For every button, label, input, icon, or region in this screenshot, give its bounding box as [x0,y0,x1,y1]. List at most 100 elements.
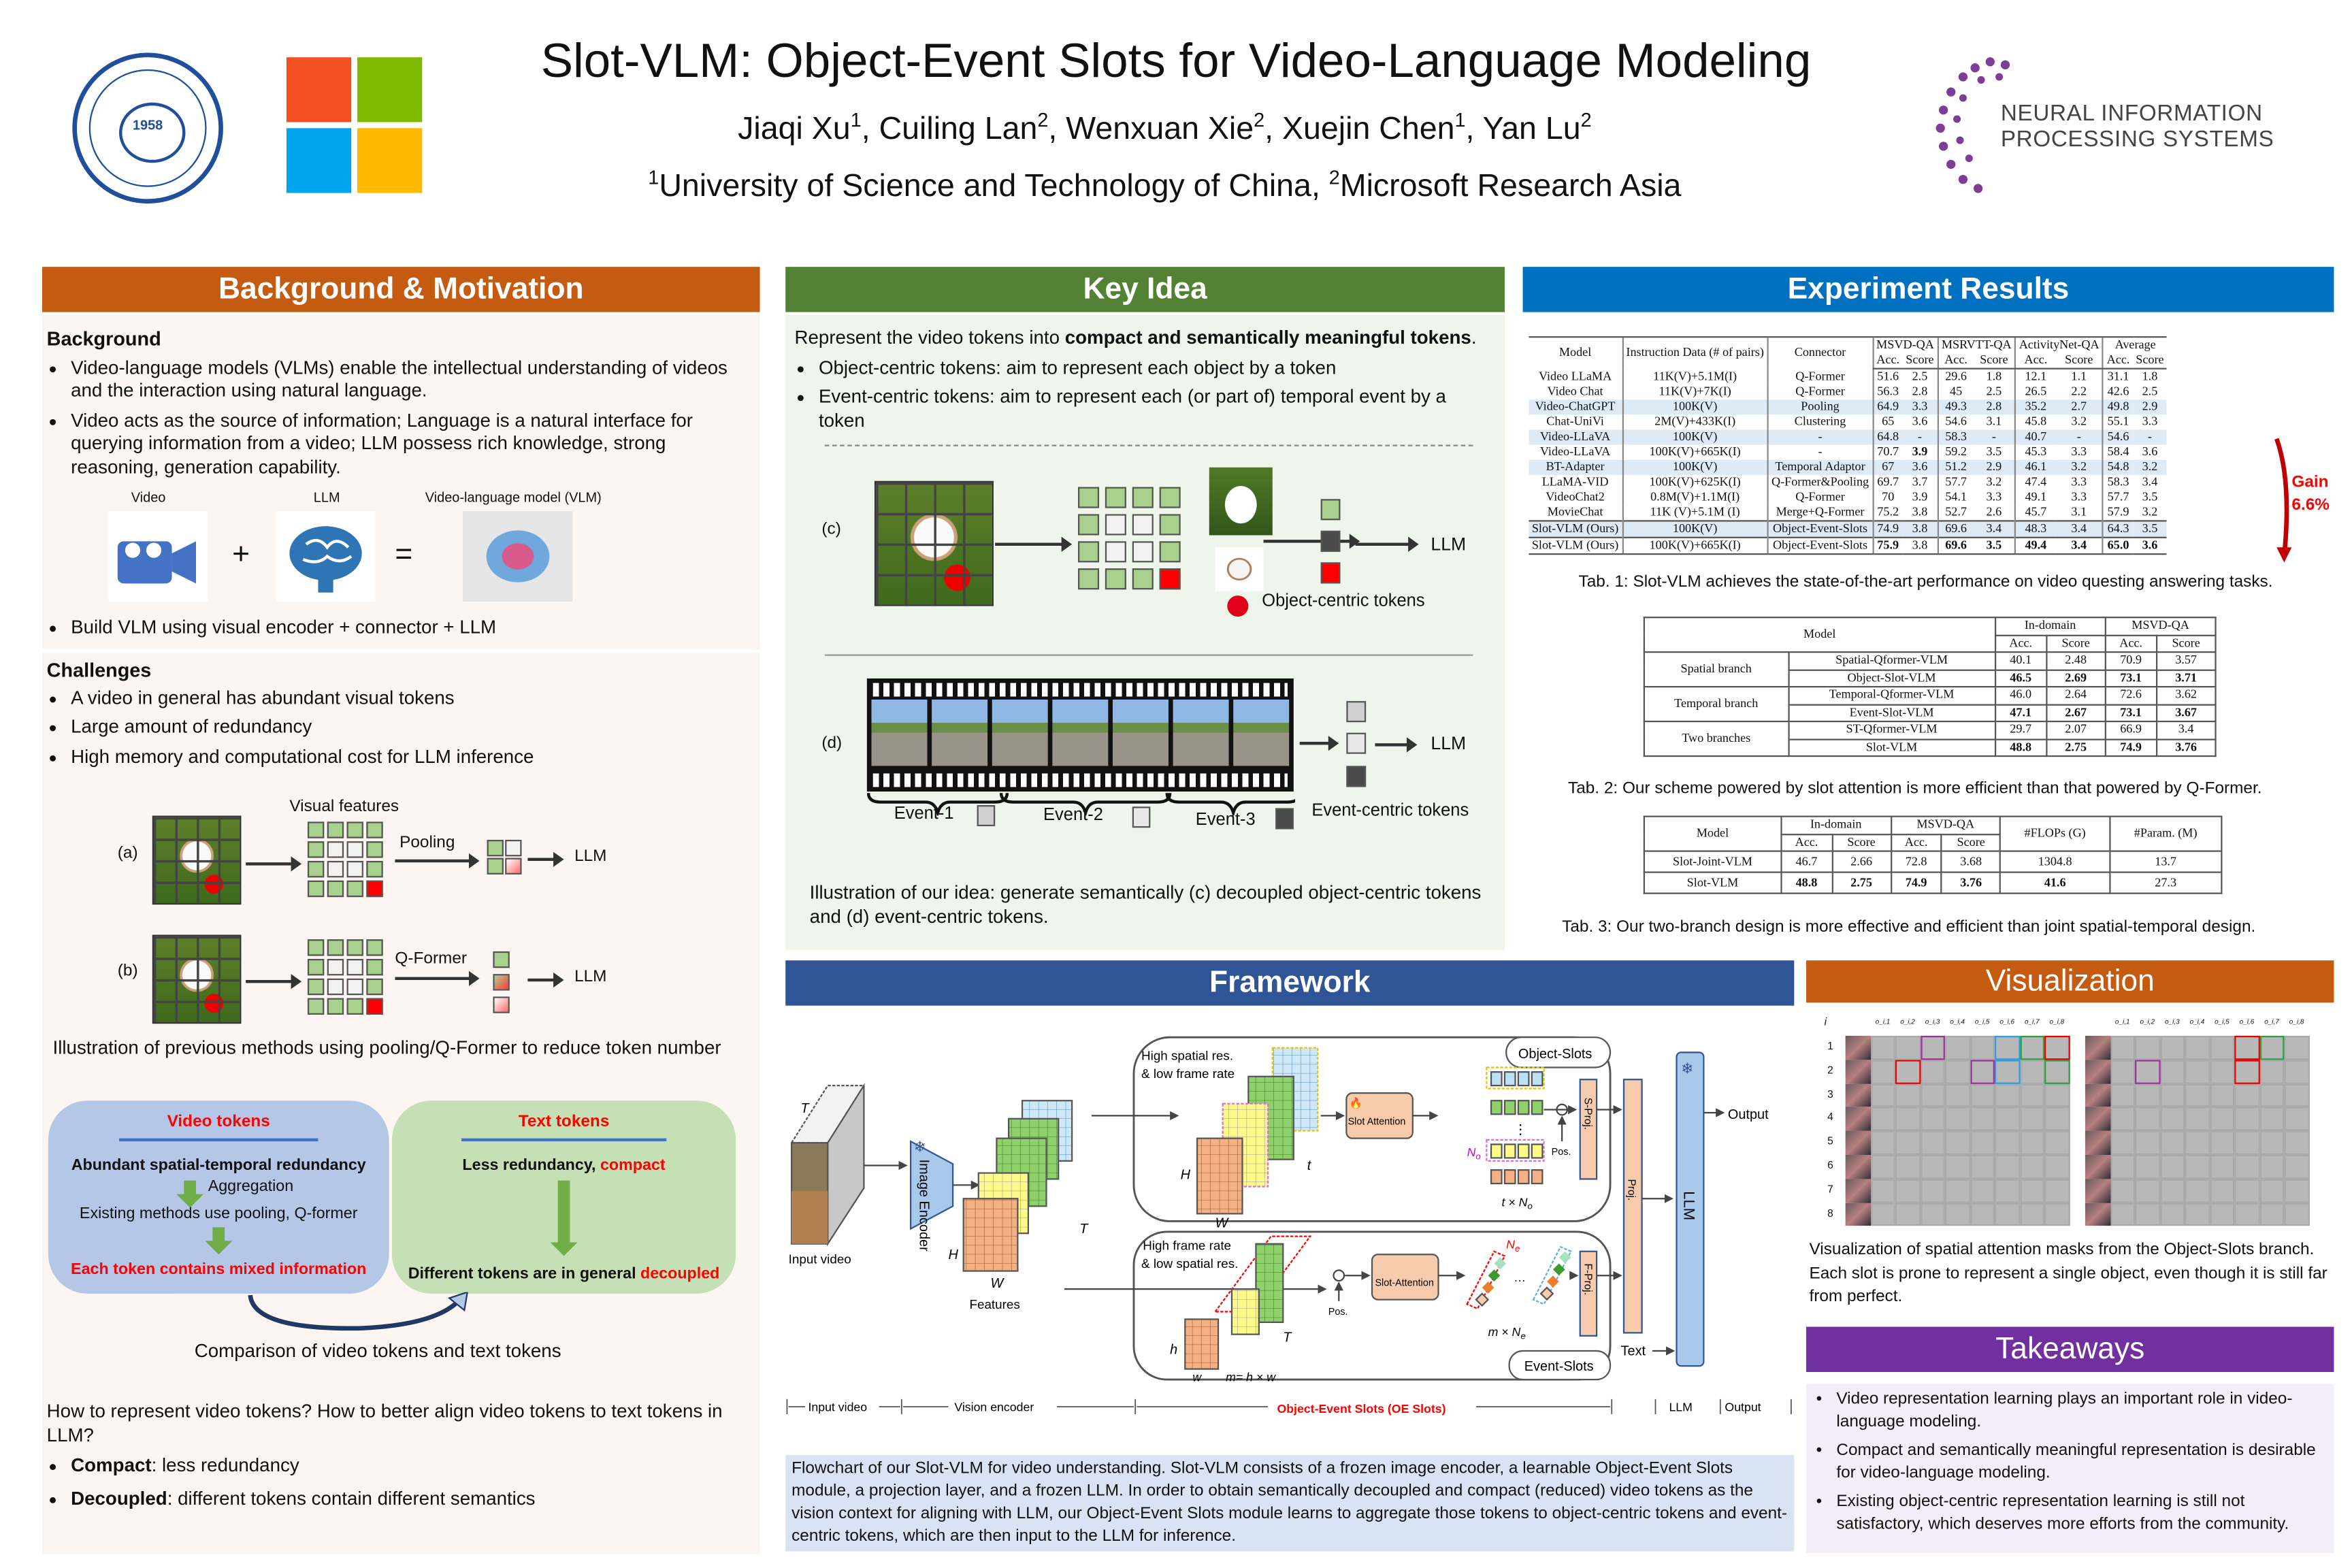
takeaway-bullet: Compact and semantically meaningful repr… [1836,1440,2328,1485]
visualization-caption: Visualization of spatial attention masks… [1809,1241,2328,1306]
attention-mask-cell [1994,1178,2020,1203]
No-label: No [1467,1145,1481,1161]
feature-token [327,958,344,976]
attention-mask-cell [2019,1178,2045,1203]
table-cell: 3.62 [2155,686,2217,705]
table-cell: 27.3 [2108,871,2223,894]
feature-token [1159,487,1181,508]
table-cell: Chat-UniVi [1546,414,1604,429]
feature-token [307,880,325,898]
table-cell: 67 [1872,459,1903,475]
attention-mask-cell [2209,1107,2235,1131]
curved-arrow [248,1292,468,1331]
table-cell: 45 [1937,384,1974,400]
video-tokens-line3: Each token contains mixed information [71,1260,367,1279]
feature-token [366,978,383,996]
label-d: (d) [821,734,843,753]
feature-token [307,860,325,878]
label-c: (c) [821,520,841,538]
feature-token [327,880,344,898]
table-cell: 48.8 [1994,738,2047,757]
feature-token [346,998,363,1015]
table-cell: 11K(V)+5.1M(I) [1621,368,1768,385]
pooled-tokens [487,839,523,876]
column-header: MSRVTT-QA [1937,336,2016,353]
slot-column-label: o_i,6 [2239,1017,2255,1026]
table-cell: 3.2 [2071,414,2087,429]
table-cell: 72.8 [1890,850,1943,873]
llm-label-b: LLM [574,968,607,986]
video-frame-thumbnail [2085,1130,2110,1155]
qformer-label: Q-Former [395,949,468,968]
background-section: Background Video-language models (VLMs) … [42,315,760,1555]
attention-mask-cell [2209,1202,2235,1226]
table-cell: 3.4 [2155,721,2217,740]
attention-mask-cell [1944,1059,1970,1083]
feature-token [1078,541,1100,563]
feature-token [366,860,383,878]
table-cell: VideoChat2 [1546,490,1605,504]
table-cell: Video-ChatGPT [1529,399,1622,415]
video-frame-thumbnail [1845,1202,1871,1226]
visual-feature-grid-b [307,939,386,1017]
attention-mask-cell [2185,1154,2210,1179]
attention-mask-cell [1895,1130,1921,1155]
attention-mask-cell [2110,1178,2136,1203]
author-affiliation-index: 2 [1580,108,1592,131]
attention-mask-cell [1994,1107,2020,1131]
highlight-box [1994,1035,2020,1060]
T-label-features: T [1079,1222,1089,1237]
slot-column-label: o_i,3 [1925,1017,1940,1026]
affiliation-name: Microsoft Research Asia [1339,169,1682,204]
input-video-label: Input video [789,1252,851,1267]
question-text: How to represent video tokens? How to be… [46,1401,723,1446]
label-b: (b) [117,962,138,981]
attention-mask-cell [2259,1202,2285,1226]
table-cell: 3.6 [2132,536,2168,555]
event-1-label: Event-1 [894,805,954,823]
video-frame-thumbnail [2085,1035,2110,1060]
pos-label-bottom: Pos. [1328,1307,1348,1318]
attention-mask-cell [2234,1083,2259,1107]
table-cell: 3.4 [2055,520,2104,538]
attention-mask-cell [1944,1083,1970,1107]
column-header: Model [1643,617,1996,653]
attention-mask-cell [2044,1154,2070,1179]
video-frame [1233,699,1290,766]
authors: Jiaqi Xu1, Cuiling Lan2, Wenxuan Xie2, X… [738,108,1592,146]
table-cell: 1.8 [1986,369,2002,383]
slot-column-label: o_i,1 [2114,1017,2130,1026]
feature-token [327,821,344,838]
author-affiliation-index: 2 [1037,108,1049,131]
neurips-line2: PROCESSING SYSTEMS [2000,127,2274,152]
ustc-logo: 1958 [72,52,223,204]
highlight-box [2259,1035,2285,1060]
slot-column-label: o_i,8 [2049,1017,2065,1026]
table-cell: 55.1 [2102,414,2133,430]
attention-mask-cell [1870,1083,1895,1107]
attention-mask-cell [2110,1154,2136,1179]
table-cell: 54.1 [1937,490,1974,506]
input-video-cube [790,1083,866,1247]
attention-mask-cell [2044,1202,2070,1226]
attention-mask-cell [1895,1154,1921,1179]
attention-mask-cell [1920,1202,1945,1226]
kitten-image-b [152,934,242,1024]
H-label-obj: H [1181,1167,1191,1182]
aggregation-label: Aggregation [208,1177,294,1196]
table-cell: 3.8 [1912,505,1928,519]
attention-mask-cell [2259,1083,2285,1107]
framework-caption: Flowchart of our Slot-VLM for video unde… [785,1454,1795,1552]
takeaways-section-header: Takeaways [1806,1326,2334,1373]
table-cell: 74.9 [1890,871,1943,894]
table-cell: 49.3 [1937,399,1974,415]
attention-mask-cell [2185,1130,2210,1155]
attention-mask-cell [2209,1130,2235,1155]
attention-mask-cell [1944,1130,1970,1155]
s-proj-label: S-Proj. [1582,1098,1593,1130]
